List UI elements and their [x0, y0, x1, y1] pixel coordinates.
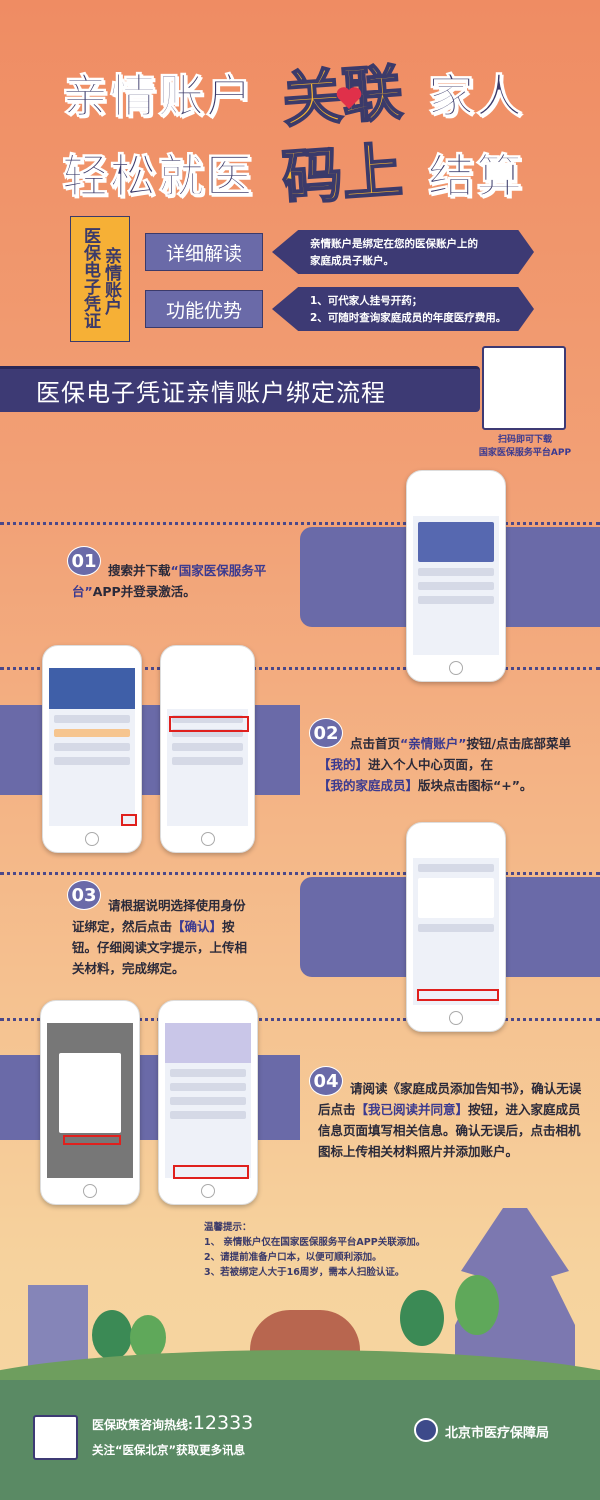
step3-number: 03: [67, 880, 101, 910]
step-highlight: 【我的】: [318, 757, 369, 772]
label-col1: 医保电子凭证: [80, 227, 100, 329]
tree-illustration: [92, 1310, 132, 1360]
tree-illustration: [455, 1275, 499, 1335]
step-highlight: “亲情账户”: [400, 736, 467, 751]
phone-step2-mine: [160, 645, 255, 853]
detail-line: 亲情账户是绑定在您的医保账户上的: [310, 238, 478, 250]
advantage-text: 1、可代家人挂号开药； 2、可随时查询家庭成员的年度医疗费用。: [272, 287, 534, 331]
detail-line: 家庭成员子账户。: [310, 255, 394, 267]
wechat-qr-code[interactable]: [33, 1415, 78, 1460]
qr-caption-line: 国家医保服务平台APP: [478, 448, 572, 458]
qr-caption: 扫码即可下载 国家医保服务平台APP: [470, 434, 580, 460]
step-text-part: 搜索并下载: [108, 563, 171, 578]
divider: [0, 872, 600, 875]
step-text-part: 按钮。仔细阅读文字提示，上传相关材料，完成绑定。: [72, 919, 248, 976]
hotline: 医保政策咨询热线:12333: [92, 1412, 253, 1434]
heart-icon: [336, 87, 362, 109]
qr-caption-line: 扫码即可下载: [497, 435, 552, 445]
label-box: 医保电子凭证 亲情账户: [70, 216, 130, 342]
tip-item: 1、 亲情账户仅在国家医保服务平台APP关联添加。: [204, 1237, 426, 1248]
detail-text: 亲情账户是绑定在您的医保账户上的 家庭成员子账户。: [272, 230, 534, 274]
step-text-part: 版块点击图标“+”。: [418, 778, 533, 793]
title-line2-a: 轻松就医: [62, 149, 254, 204]
step4-text: 请阅读《家庭成员添加告知书》，确认无误后点击【我已阅读并同意】按钮，进入家庭成员…: [318, 1078, 586, 1162]
hotline-number[interactable]: 12333: [192, 1412, 254, 1434]
process-banner: 医保电子凭证亲情账户绑定流程: [0, 366, 480, 412]
step-highlight: 【我的家庭成员】: [318, 778, 419, 793]
tips: 温馨提示： 1、 亲情账户仅在国家医保服务平台APP关联添加。 2、请提前准备户…: [204, 1220, 425, 1280]
advantage-line: 1、可代家人挂号开药；: [310, 295, 423, 307]
step2-number: 02: [309, 718, 343, 748]
step4-number: 04: [309, 1066, 343, 1096]
step-text-part: 点击首页: [350, 736, 401, 751]
label-col2: 亲情账户: [101, 247, 121, 315]
step-highlight: 【确认】: [172, 919, 223, 934]
step-highlight: “国家医保服务平台”: [72, 563, 267, 599]
follow-text: 关注“医保北京”获取更多讯息: [92, 1443, 246, 1457]
org-name: 北京市医疗保障局: [445, 1426, 550, 1441]
divider: [0, 522, 600, 525]
step2-text: 点击首页“亲情账户”按钮/点击底部菜单【我的】进入个人中心页面，在【我的家庭成员…: [318, 733, 588, 796]
phone-step4-notice: [40, 1000, 140, 1205]
tip-item: 2、请提前准备户口本，以便可顺利添加。: [204, 1252, 382, 1263]
footer-ground: [0, 1380, 600, 1500]
step-text-part: 按钮/点击底部菜单: [466, 736, 572, 751]
step3-text: 请根据说明选择使用身份证绑定，然后点击【确认】按钮。仔细阅读文字提示，上传相关材…: [72, 895, 247, 979]
step1-text: 搜索并下载“国家医保服务平台”APP并登录激活。: [72, 560, 272, 602]
tip-item: 3、若被绑定人大于16周岁，需本人扫脸认证。: [204, 1267, 405, 1278]
phone-step4-form: [158, 1000, 258, 1205]
phone-step1: [406, 470, 506, 682]
hotline-label: 医保政策咨询热线:: [92, 1418, 193, 1432]
divider: [0, 667, 600, 670]
title-line2-highlight: 码上: [279, 135, 406, 215]
detail-button[interactable]: 详细解读: [145, 233, 263, 271]
title-line2-b: 结算: [428, 149, 524, 204]
step-text-part: 按钮，进入家庭成员信息页面填写相关信息。确认无误后，点击相机图标上传相关材料照片…: [318, 1102, 581, 1159]
title-line1-b: 家人: [428, 69, 524, 124]
tips-title: 温馨提示：: [204, 1222, 252, 1233]
phone-step2-home: [42, 645, 142, 853]
divider: [0, 1018, 600, 1021]
title-line1-a: 亲情账户: [62, 69, 254, 124]
phone-step3: [406, 822, 506, 1032]
advantage-line: 2、可随时查询家庭成员的年度医疗费用。: [310, 312, 507, 324]
step-highlight: 【我已阅读并同意】: [355, 1102, 469, 1117]
advantage-button[interactable]: 功能优势: [145, 290, 263, 328]
step-text-part: 进入个人中心页面，在: [368, 757, 494, 772]
step-text-part: 请阅读《家庭成员添加告知书》，确认无误后点击: [318, 1081, 582, 1117]
step-text-part: 请根据说明选择使用身份证绑定，然后点击: [72, 898, 246, 934]
step-text-part: APP并登录激活。: [92, 584, 196, 599]
bureau-emblem-icon: [414, 1418, 438, 1442]
app-qr-code[interactable]: [482, 346, 566, 430]
step1-number: 01: [67, 546, 101, 576]
tree-illustration: [400, 1290, 444, 1346]
